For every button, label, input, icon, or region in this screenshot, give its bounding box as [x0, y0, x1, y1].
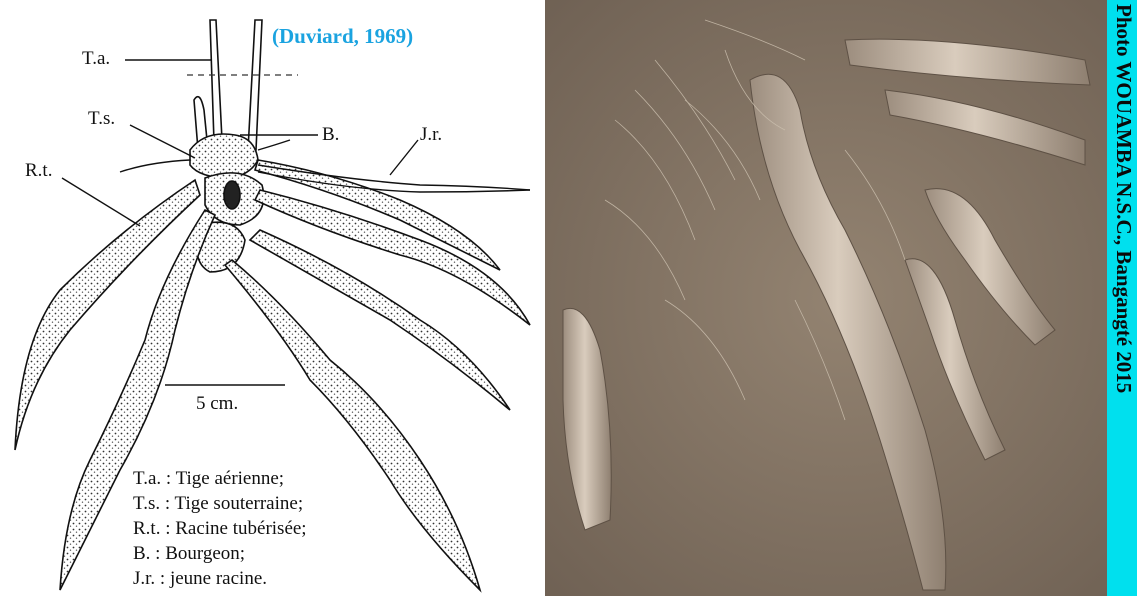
legend-item: J.r. : jeune racine.	[133, 566, 307, 591]
aerial-stems	[194, 20, 262, 150]
label-ts: T.s.	[88, 108, 115, 130]
diagram-credit: (Duviard, 1969)	[272, 24, 413, 49]
scale-label: 5 cm.	[196, 393, 238, 415]
label-ta: T.a.	[82, 48, 110, 70]
diagram-panel: T.a. T.s. B. J.r. R.t. 5 cm. (Duviard, 1…	[0, 0, 545, 596]
legend-item: B. : Bourgeon;	[133, 541, 307, 566]
underground-stem	[190, 134, 264, 272]
legend-item: T.a. : Tige aérienne;	[133, 466, 307, 491]
photo-credit-bar: Photo WOUAMBA N.S.C., Bangangté 2015	[1107, 0, 1137, 596]
legend-item: R.t. : Racine tubérisée;	[133, 516, 307, 541]
legend-item: T.s. : Tige souterraine;	[133, 491, 307, 516]
label-b: B.	[322, 124, 339, 146]
yam-photo	[545, 0, 1137, 596]
photo-credit: Photo WOUAMBA N.S.C., Bangangté 2015	[1111, 4, 1136, 393]
legend: T.a. : Tige aérienne;T.s. : Tige souterr…	[133, 466, 307, 591]
label-rt: R.t.	[25, 160, 52, 182]
photo-panel: Photo WOUAMBA N.S.C., Bangangté 2015	[545, 0, 1137, 596]
label-jr: J.r.	[420, 124, 442, 146]
